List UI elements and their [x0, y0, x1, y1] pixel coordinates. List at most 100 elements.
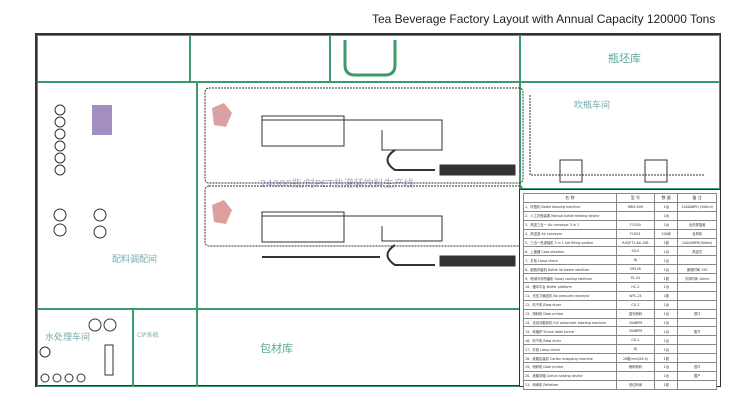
cell-qty: 1台: [654, 219, 679, 230]
cell-remarks: [677, 344, 717, 355]
cell-qty: 1台: [654, 255, 679, 266]
cell-name: 16、吹干机 Blow dryer: [523, 335, 617, 346]
cell-qty: 1套: [654, 353, 679, 364]
cell-remarks: 国产: [677, 370, 717, 381]
cell-name: 9、喷淋冷却杀菌机 Spray cooling sterilizer: [523, 273, 617, 284]
table-header-row: 名 称 型 号 数 量 备 注: [523, 193, 717, 203]
cell-qty: 1台: [654, 335, 679, 346]
cell-remarks: [677, 282, 717, 292]
blowing-workshop-room: [520, 82, 720, 189]
conveyor-upper: [262, 119, 443, 151]
cell-model: WYL-24: [615, 290, 656, 301]
cell-name: 15、收缩炉 Shrink label tunnel: [523, 326, 617, 337]
cell-remarks: 蒸汽: [677, 326, 717, 337]
blending-room-label: 配料调配间: [112, 255, 158, 265]
blowing-workshop-label: 吹瓶车间: [574, 101, 611, 111]
cell-name: 17、灯检 Lamp check: [523, 344, 617, 355]
cell-qty: 1台: [654, 282, 679, 292]
cell-qty: 1台: [654, 210, 679, 221]
line-title-label: 24000瓶/时PET热灌装饮料生产线: [260, 179, 414, 190]
cell-qty: 1台: [654, 308, 679, 319]
cell-remarks: [677, 353, 717, 364]
cell-model: RXGF72-60-15B: [615, 237, 656, 248]
water-treatment-tanks: [39, 318, 117, 383]
cell-remarks: [677, 210, 717, 221]
conveyor-lower: [262, 215, 443, 242]
blending-unit: [92, 105, 112, 135]
cell-remarks: [677, 290, 717, 301]
cell-remarks: [677, 317, 717, 328]
cell-name: 5、三合一热灌装机 3 in 1 hot filling system: [523, 237, 617, 248]
cell-qty: 1台: [654, 362, 679, 372]
cip-room: [133, 309, 197, 387]
cell-name: 20、纸箱封箱 Carton sealing device: [523, 370, 617, 381]
cell-model: SG-II: [615, 246, 656, 257]
cell-model: FC050: [615, 219, 656, 230]
blending-tanks: [53, 104, 107, 239]
preform-store-label: 瓶坯库: [608, 52, 641, 65]
cell-qty: 1套: [654, 290, 679, 301]
preform-store-room: [520, 35, 720, 82]
equipment-table: 名 称 型 号 数 量 备 注 1、吹瓶机 Bottle blowing mac…: [523, 193, 717, 390]
filling-system-upper: [261, 115, 345, 147]
cell-remarks: [677, 335, 717, 346]
cell-model: HC-2: [615, 282, 656, 292]
cell-model: CG-1: [615, 335, 656, 346]
cell-model: [615, 210, 656, 221]
cell-model: 20箱/min(XX-II): [615, 353, 656, 364]
blow-molder-2: [644, 159, 668, 183]
cell-qty: 1台: [654, 344, 679, 355]
cell-remarks: 含洗灌旋盖: [677, 219, 717, 230]
cell-remarks: 进口: [677, 308, 717, 319]
cell-name: 12、吹干机 Blow dryer: [523, 299, 617, 310]
spray-sterilizer-upper: [386, 149, 435, 171]
header-model: 型 号: [615, 193, 656, 203]
cell-remarks: 进口: [677, 362, 717, 372]
header-qty: 数 量: [654, 193, 679, 203]
cell-model: 低位码垛: [615, 379, 656, 390]
water-treatment-label: 水处理车间: [45, 333, 91, 343]
air-conveyor-loop-upper: [204, 87, 524, 184]
cell-model: PL-24: [615, 273, 656, 284]
cell-model: FC051: [615, 228, 656, 239]
table-row: 14、全自动套标机 Full automatic labeling machin…: [523, 317, 717, 328]
cell-name: 6、上盖器 Caps elevator: [523, 246, 617, 257]
cell-model: 450BPM: [615, 317, 656, 328]
cell-remarks: [677, 299, 717, 310]
packing-line-upper: [439, 164, 516, 176]
cell-model: [615, 370, 656, 381]
diagram-title: Tea Beverage Factory Layout with Annual …: [372, 12, 716, 26]
cell-remarks: 24000BPH(500ml): [677, 237, 717, 248]
cell-model: DPL26: [615, 264, 656, 275]
preform-conveyor: [529, 95, 705, 176]
cell-qty: 1台: [654, 246, 679, 257]
cell-name: 3、风送三合一 Air conveyor 3 in 1: [523, 219, 617, 230]
cip-label: CIP系统: [137, 332, 159, 339]
filling-system-lower: [261, 211, 345, 243]
cell-qty: 1套: [654, 273, 679, 284]
top-left-rooms: [37, 35, 190, 82]
cell-model: 450BPM: [615, 326, 656, 337]
cell-qty: 1台: [654, 299, 679, 310]
cell-qty: 1套: [654, 379, 679, 390]
cell-qty: 1套: [654, 237, 679, 248]
cell-name: 14、全自动套标机 Full automatic labeling machin…: [523, 317, 617, 328]
top-office: [190, 35, 330, 82]
